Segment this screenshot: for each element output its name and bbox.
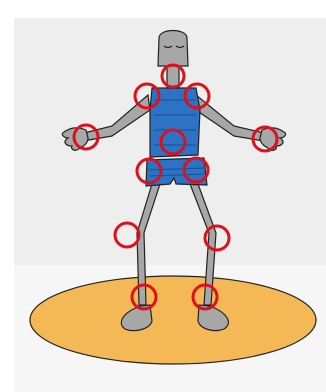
platform-ellipse (30, 276, 316, 364)
head (158, 31, 188, 67)
